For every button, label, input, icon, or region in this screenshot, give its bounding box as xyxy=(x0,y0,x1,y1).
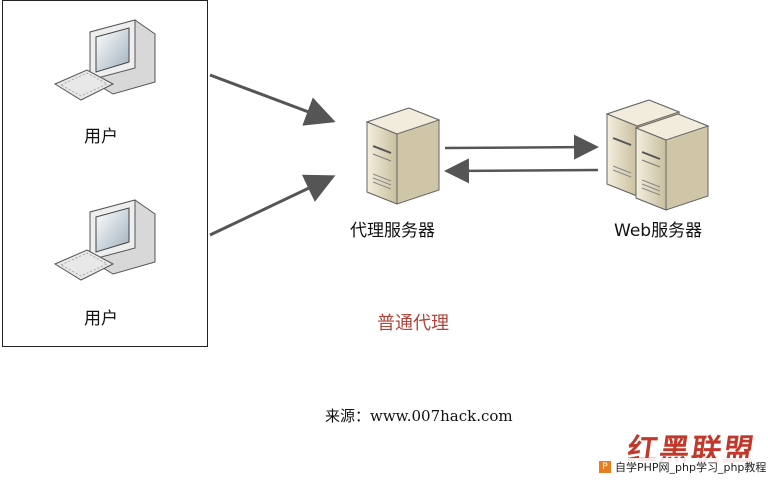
watermark-bar: P 自学PHP网_php学习_php教程 xyxy=(597,458,767,476)
user-label-2: 用户 xyxy=(84,309,118,329)
user-group-box xyxy=(2,0,208,347)
arrow-user1-to-proxy xyxy=(209,73,336,126)
diagram-caption: 普通代理 xyxy=(377,313,449,334)
arrow-user2-to-proxy xyxy=(209,174,336,237)
watermark-badge-icon: P xyxy=(599,461,611,473)
user-label-1: 用户 xyxy=(84,127,118,147)
web-server-label: Web服务器 xyxy=(614,221,703,241)
computer-icon xyxy=(53,199,156,281)
arrow-proxy-to-web xyxy=(444,134,599,160)
source-text: 来源：www.007hack.com xyxy=(325,407,513,425)
watermark-bar-text: 自学PHP网_php学习_php教程 xyxy=(615,461,767,474)
web-server-icon xyxy=(634,113,710,211)
proxy-server-label: 代理服务器 xyxy=(350,221,435,241)
computer-icon xyxy=(53,19,156,101)
arrow-web-to-proxy xyxy=(444,158,599,184)
proxy-server-icon xyxy=(365,107,441,205)
